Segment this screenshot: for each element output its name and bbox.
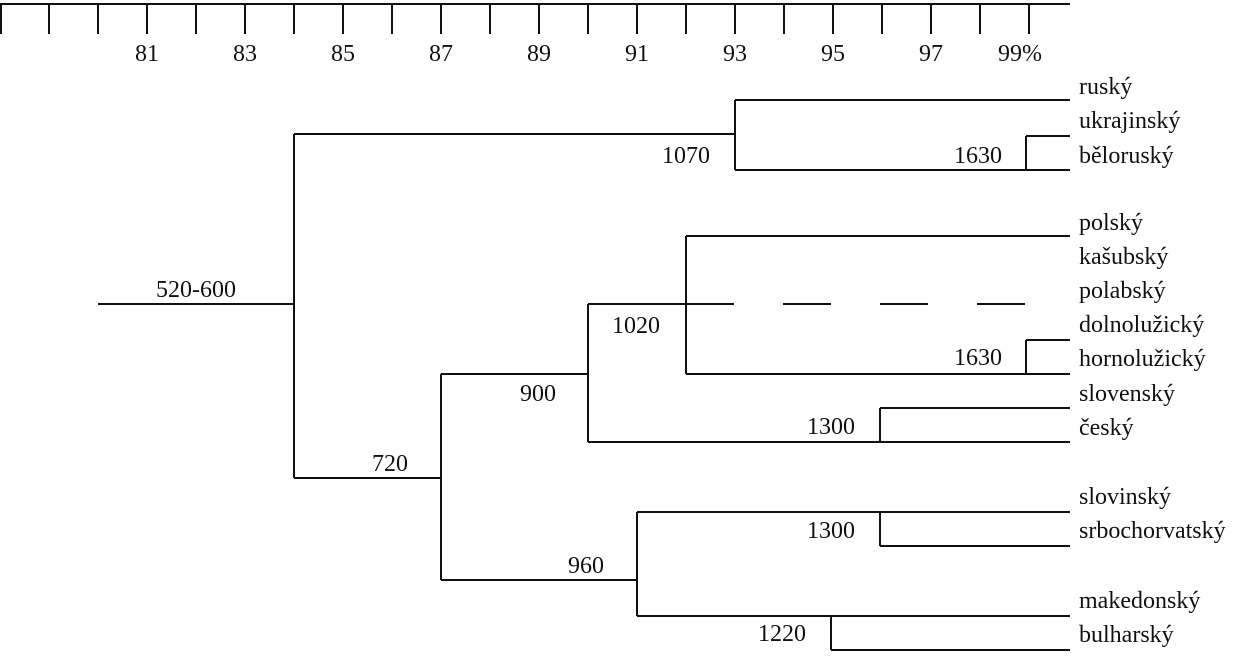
node-date-czech-slovak: 1300 <box>807 414 855 440</box>
leaf-label-srbochorvatsky: srbochorvatský <box>1079 518 1226 544</box>
scale-bar: 81 83 85 87 89 91 93 95 97 99% <box>0 3 1070 67</box>
scale-tick-label: 91 <box>625 41 649 67</box>
node-date-ukr-bel: 1630 <box>954 143 1002 169</box>
node-date-south: 960 <box>568 553 604 579</box>
scale-tick-label: 83 <box>233 41 257 67</box>
scale-tick-label: 85 <box>331 41 355 67</box>
scale-tick-label: 89 <box>527 41 551 67</box>
leaf-label-cesky: český <box>1079 415 1134 441</box>
leaf-label-ukrajinsky: ukrajinský <box>1079 108 1180 134</box>
node-date-west: 900 <box>520 381 556 407</box>
leaf-label-slovinsky: slovinský <box>1079 484 1171 510</box>
node-date-lechitic-sorbian: 1020 <box>612 313 660 339</box>
scale-tick-label: 97 <box>919 41 943 67</box>
node-date-labels: 520-600 1070 1630 720 900 1020 1630 1300… <box>156 143 1002 647</box>
leaf-label-belorusky: běloruský <box>1079 143 1174 169</box>
leaf-label-slovensky: slovenský <box>1079 381 1175 407</box>
node-date-sorbian: 1630 <box>954 345 1002 371</box>
scale-tick-label: 87 <box>429 41 453 67</box>
node-date-slov-srbochorv: 1300 <box>807 518 855 544</box>
leaf-label-rusky: ruský <box>1079 74 1132 100</box>
leaf-label-polabsky: polabský <box>1079 278 1166 304</box>
scale-tick-label: 81 <box>135 41 159 67</box>
node-date-mak-bul: 1220 <box>758 621 806 647</box>
scale-tick-label: 99% <box>998 41 1042 67</box>
tree-branches <box>98 99 1070 651</box>
node-date-south-west: 720 <box>372 451 408 477</box>
leaf-label-bulharsky: bulharský <box>1079 622 1174 648</box>
leaf-label-dolnoluzicky: dolnolužický <box>1079 312 1204 338</box>
leaf-label-kasubsky: kašubský <box>1079 244 1168 270</box>
leaf-label-polsky: polský <box>1079 210 1143 236</box>
leaf-label-hornoluzicky: hornolužický <box>1079 346 1206 372</box>
node-date-root: 520-600 <box>156 277 236 303</box>
scale-tick-label: 95 <box>821 41 845 67</box>
language-labels: ruský ukrajinský běloruský polský kašubs… <box>1079 74 1226 648</box>
node-date-east: 1070 <box>662 143 710 169</box>
scale-tick-label: 93 <box>723 41 747 67</box>
leaf-label-makedonsky: makedonský <box>1079 588 1200 614</box>
